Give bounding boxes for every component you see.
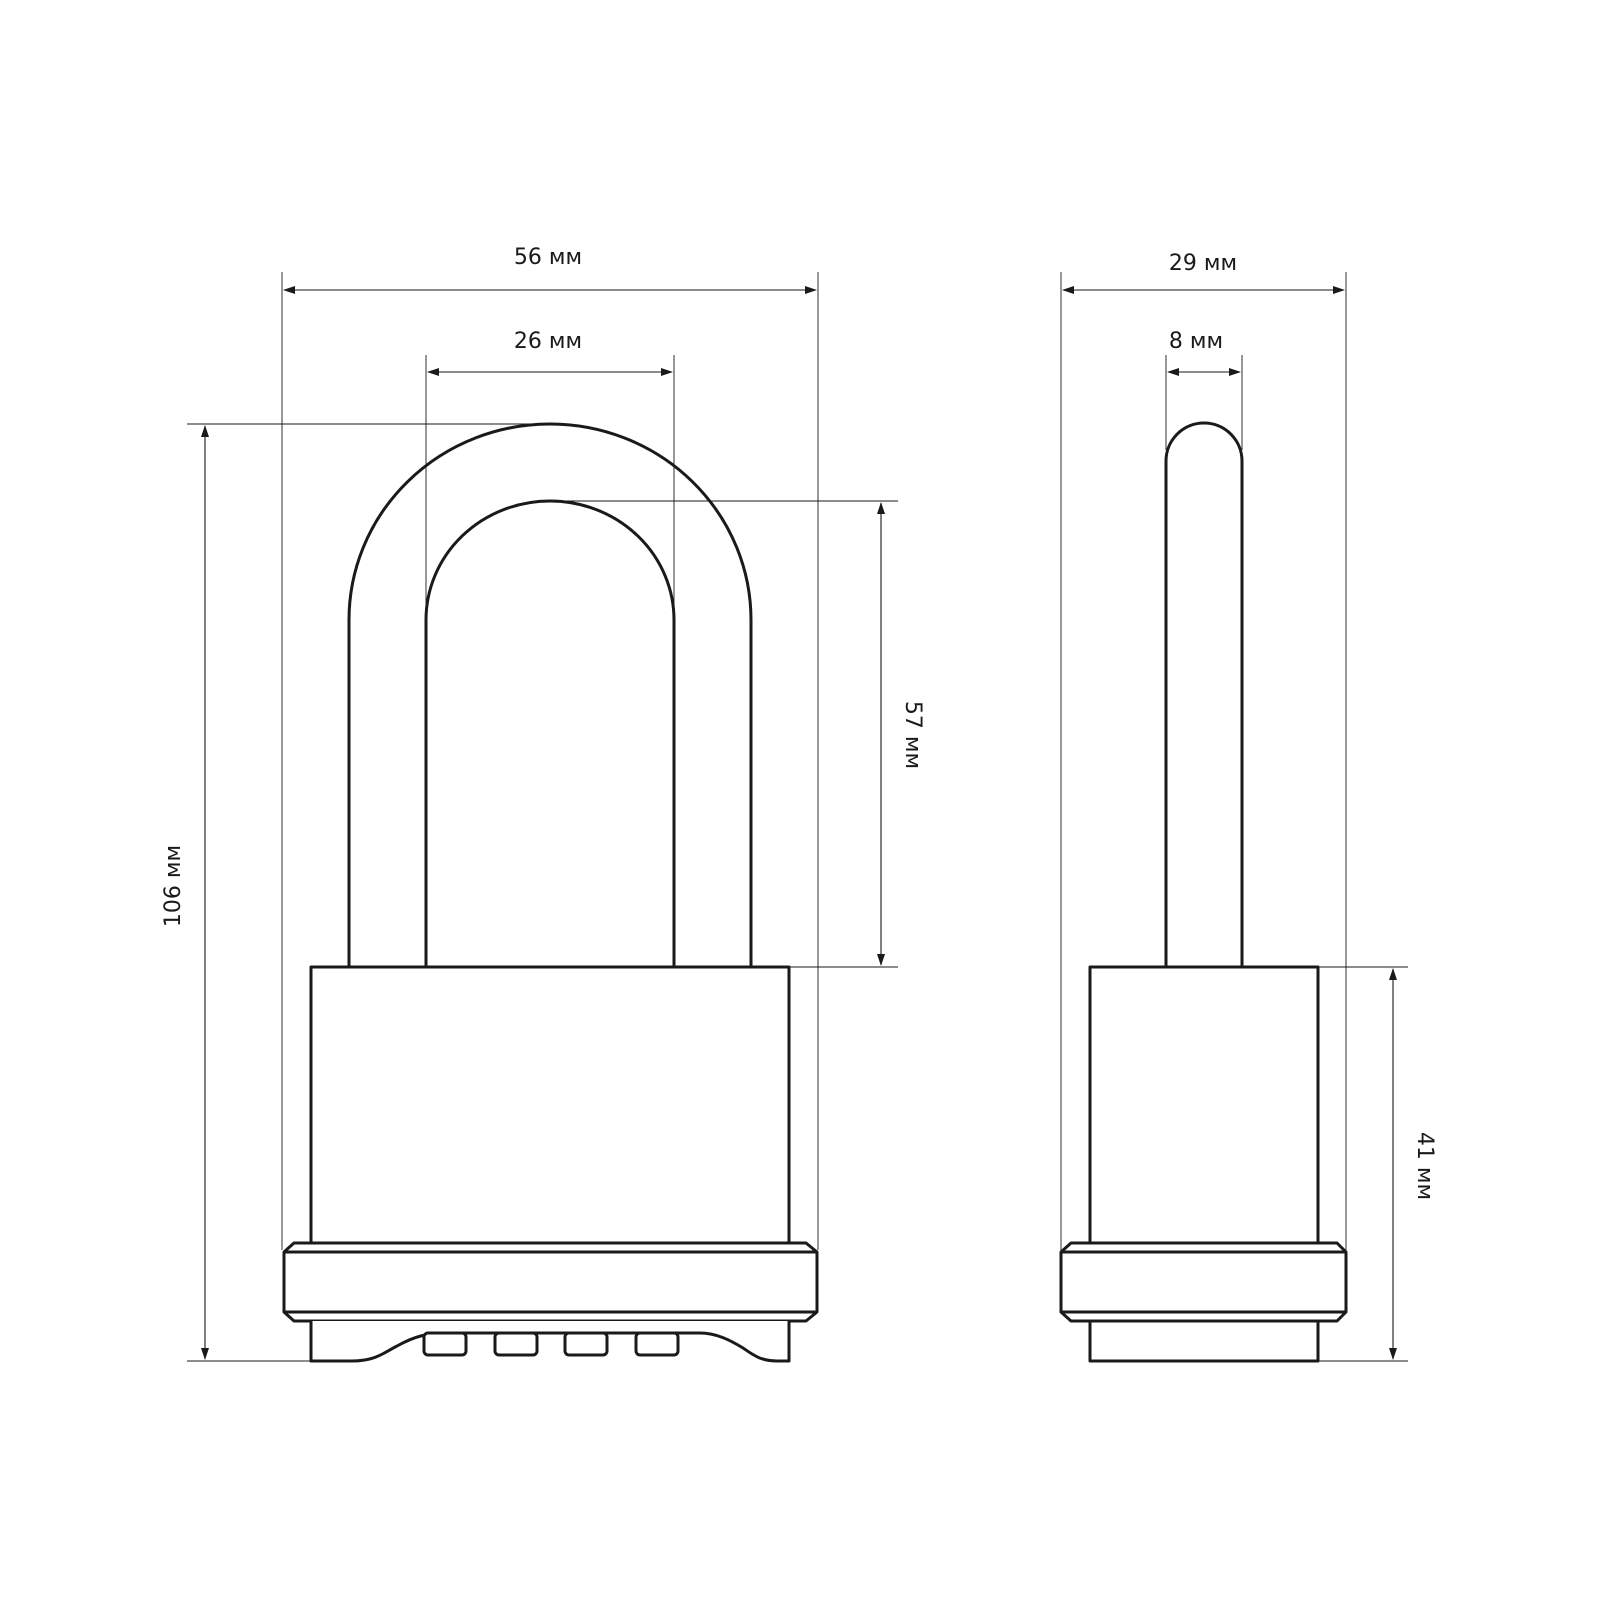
dial-wheel-1 bbox=[422, 1331, 468, 1357]
label-body-thickness: 29 мм bbox=[1169, 251, 1237, 276]
front-view: 56 мм 26 мм 106 мм 57 мм bbox=[161, 245, 925, 1363]
front-shackle bbox=[347, 422, 753, 969]
dial-wheel-2 bbox=[493, 1331, 539, 1357]
label-body-height: 41 мм bbox=[1412, 1132, 1437, 1200]
dial-wheel-4 bbox=[634, 1331, 680, 1357]
side-shackle bbox=[1164, 421, 1244, 969]
label-shackle-diameter: 8 мм bbox=[1169, 329, 1223, 354]
front-bumper-ring bbox=[282, 1241, 819, 1323]
label-overall-height: 106 мм bbox=[161, 845, 186, 927]
front-combination-base bbox=[309, 1321, 791, 1363]
side-base bbox=[1088, 1319, 1320, 1363]
dial-wheel-3 bbox=[563, 1331, 609, 1357]
front-lock-body bbox=[309, 965, 791, 1247]
side-lock-body bbox=[1088, 965, 1320, 1247]
label-shackle-clearance-width: 26 мм bbox=[514, 329, 582, 354]
side-view: 29 мм 8 мм 41 мм bbox=[1059, 251, 1437, 1363]
label-overall-width: 56 мм bbox=[514, 245, 582, 270]
label-shackle-clearance-height: 57 мм bbox=[900, 701, 925, 769]
side-bumper-ring bbox=[1059, 1241, 1348, 1323]
